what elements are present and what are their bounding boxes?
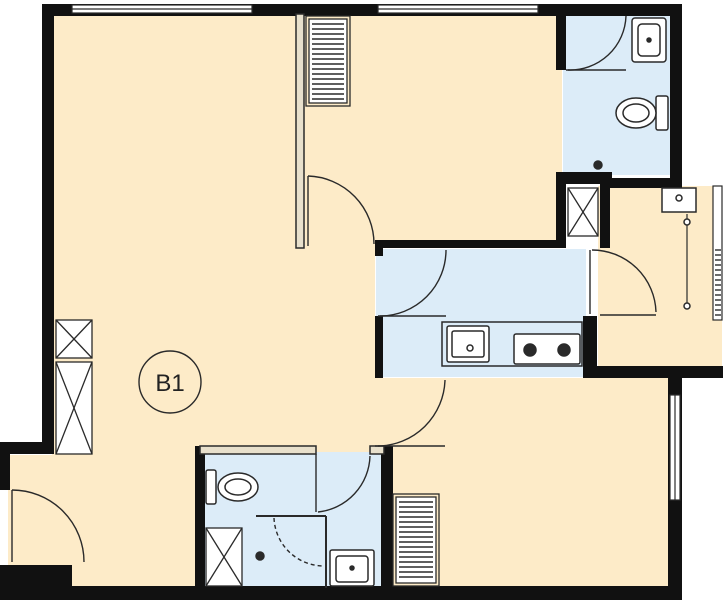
cooktop-icon	[513, 333, 581, 365]
floor-fills	[8, 14, 722, 588]
wall-bath2-right	[381, 446, 393, 600]
wall-entry-top	[0, 442, 54, 454]
wall-bath1-left-top	[556, 4, 566, 70]
basin-icon	[631, 17, 667, 63]
wall-bottom-left	[0, 565, 72, 600]
living-area-floor	[52, 14, 668, 588]
closet-icon	[205, 527, 243, 587]
wall-bottom	[0, 586, 680, 600]
wall-entry-left	[0, 442, 10, 490]
bath2-top-wall-right	[369, 445, 385, 455]
wall-right-upper	[670, 4, 682, 188]
sink-icon	[446, 325, 490, 363]
unit-label: B1	[155, 370, 184, 397]
wall-bath2-left	[195, 446, 205, 516]
door-swing-icon	[379, 249, 447, 317]
door-swing-icon	[273, 517, 325, 567]
toilet-icon	[615, 95, 669, 131]
closet-icon	[55, 319, 93, 455]
wall-left	[42, 4, 54, 446]
sink-icon	[661, 187, 697, 213]
bath2-top-wall	[199, 445, 317, 455]
window-service	[712, 185, 723, 321]
partitions	[199, 13, 656, 588]
bedroom-partition	[295, 13, 305, 249]
wall-kitchen-left-bottom	[375, 316, 383, 378]
toilet-icon	[205, 469, 259, 505]
unit-tag: B1	[138, 350, 202, 414]
wall-kitchen-top	[375, 240, 565, 248]
door-swing-icon	[307, 175, 375, 245]
service-area-floor	[598, 186, 722, 370]
shower-icon	[255, 551, 265, 561]
door-swing-icon	[377, 379, 446, 447]
wall-bath1-left	[556, 172, 566, 248]
wall-bath1-bottom-right	[600, 178, 682, 188]
closet-icon	[567, 187, 599, 237]
door-swing-icon	[567, 15, 627, 71]
wall-closet-right	[600, 172, 610, 248]
wall-bath2-left-bottom	[195, 516, 205, 600]
door-swing-icon	[11, 489, 85, 563]
wall-bath1-bottom	[556, 172, 612, 184]
closet-icon	[305, 15, 351, 107]
wardrobe-hangers	[312, 23, 721, 578]
basin-icon	[329, 549, 375, 587]
wall-service-bottom	[583, 366, 723, 378]
wall-kitchen-left-top	[375, 240, 383, 256]
shower-icon	[593, 160, 603, 170]
unit-tag-circle	[138, 350, 202, 414]
door-swing-icon	[317, 455, 371, 513]
door-swing-icon	[591, 249, 657, 313]
doors	[11, 15, 657, 567]
fixtures	[205, 17, 697, 587]
wall-kitchen-right	[583, 316, 597, 378]
windows	[71, 4, 723, 501]
